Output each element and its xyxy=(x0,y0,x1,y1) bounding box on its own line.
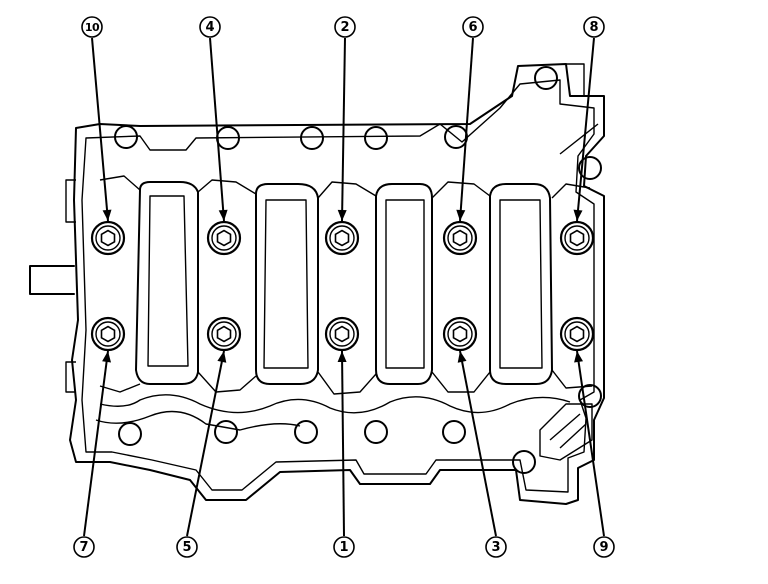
bolt-4 xyxy=(206,220,242,256)
bolt-8 xyxy=(559,220,595,256)
bolt-9-head xyxy=(564,321,590,347)
bolt-10-washer xyxy=(90,220,126,256)
callout-label-2: 2 xyxy=(340,20,349,35)
bolt-7-washer xyxy=(90,316,126,352)
bolt-9 xyxy=(559,316,595,352)
bolt-3 xyxy=(442,316,478,352)
callout-label-8: 8 xyxy=(589,20,598,35)
arrowhead-bolt-5 xyxy=(217,351,227,363)
hex-socket-bolt-icon xyxy=(569,325,585,343)
hex-socket-bolt-icon xyxy=(100,325,116,343)
callout-label-4: 4 xyxy=(205,20,214,35)
callout-circle-1 xyxy=(333,536,355,558)
bolt-6-head xyxy=(447,225,473,251)
arrowhead-bolt-10 xyxy=(102,209,112,221)
head-outline xyxy=(29,63,605,505)
arrow-bolt-2 xyxy=(341,37,346,222)
bolt-4-washer xyxy=(206,220,242,256)
bolt-2-washer xyxy=(324,220,360,256)
hex-socket-bolt-icon xyxy=(569,229,585,247)
chamber-outlines xyxy=(95,175,593,431)
callout-circle-10 xyxy=(81,16,103,38)
hex-socket-bolt-icon xyxy=(100,229,116,247)
bolt-1-washer xyxy=(324,316,360,352)
bolt-5 xyxy=(206,316,242,352)
arrow-bolt-9 xyxy=(576,350,605,537)
arrow-bolt-6 xyxy=(459,37,474,222)
bolt-2 xyxy=(324,220,360,256)
bolt-3-washer xyxy=(442,316,478,352)
arrowhead-bolt-2 xyxy=(337,209,347,221)
arrowhead-bolt-1 xyxy=(337,351,347,362)
bolt-7-head xyxy=(95,321,121,347)
callout-circle-2 xyxy=(334,16,356,38)
bolt-2-head xyxy=(329,225,355,251)
arrow-bolt-10 xyxy=(91,37,109,222)
arrowhead-bolt-9 xyxy=(574,351,583,363)
callout-circle-3 xyxy=(485,536,507,558)
callout-label-5: 5 xyxy=(182,540,191,555)
bolt-6 xyxy=(442,220,478,256)
bolt-10-head xyxy=(95,225,121,251)
hex-socket-bolt-icon xyxy=(334,229,350,247)
bolt-1 xyxy=(324,316,360,352)
hex-socket-bolt-icon xyxy=(452,229,468,247)
bolt-3-head xyxy=(447,321,473,347)
arrowhead-bolt-8 xyxy=(573,209,583,221)
callout-circle-5 xyxy=(176,536,198,558)
callout-circle-6 xyxy=(462,16,484,38)
callout-label-6: 6 xyxy=(468,20,477,35)
callout-label-1: 1 xyxy=(339,540,348,555)
bolt-7 xyxy=(90,316,126,352)
callout-circle-8 xyxy=(583,16,605,38)
bolt-10 xyxy=(90,220,126,256)
hex-socket-bolt-icon xyxy=(334,325,350,343)
hex-socket-bolt-icon xyxy=(216,229,232,247)
bolt-5-washer xyxy=(206,316,242,352)
callout-circle-4 xyxy=(199,16,221,38)
arrowhead-bolt-3 xyxy=(457,351,467,363)
hex-socket-bolt-icon xyxy=(452,325,468,343)
bolt-layer xyxy=(90,220,595,352)
bolt-1-head xyxy=(329,321,355,347)
port-holes xyxy=(114,66,602,474)
callout-circle-9 xyxy=(593,536,615,558)
callout-label-10: 10 xyxy=(85,21,100,34)
arrowhead-bolt-7 xyxy=(102,351,111,363)
bolt-6-washer xyxy=(442,220,478,256)
arrow-bolt-1 xyxy=(341,350,345,537)
bolt-5-head xyxy=(211,321,237,347)
bolt-8-head xyxy=(564,225,590,251)
callout-label-3: 3 xyxy=(491,540,500,555)
hex-socket-bolt-icon xyxy=(216,325,232,343)
arrowhead-bolt-4 xyxy=(218,209,228,221)
arrow-bolt-4 xyxy=(209,37,225,222)
callout-label-9: 9 xyxy=(599,540,608,555)
bolt-9-washer xyxy=(559,316,595,352)
bolt-4-head xyxy=(211,225,237,251)
arrow-bolt-3 xyxy=(459,350,497,537)
arrow-bolt-5 xyxy=(186,350,225,537)
callout-circle-7 xyxy=(73,536,95,558)
arrowhead-bolt-6 xyxy=(456,209,466,221)
callout-layer: 10 4 2 6 8 7 5 1 3 9 xyxy=(73,16,615,558)
arrow-bolt-7 xyxy=(83,350,109,537)
callout-label-7: 7 xyxy=(79,540,88,555)
arrow-bolt-8 xyxy=(576,37,595,222)
bolt-8-washer xyxy=(559,220,595,256)
